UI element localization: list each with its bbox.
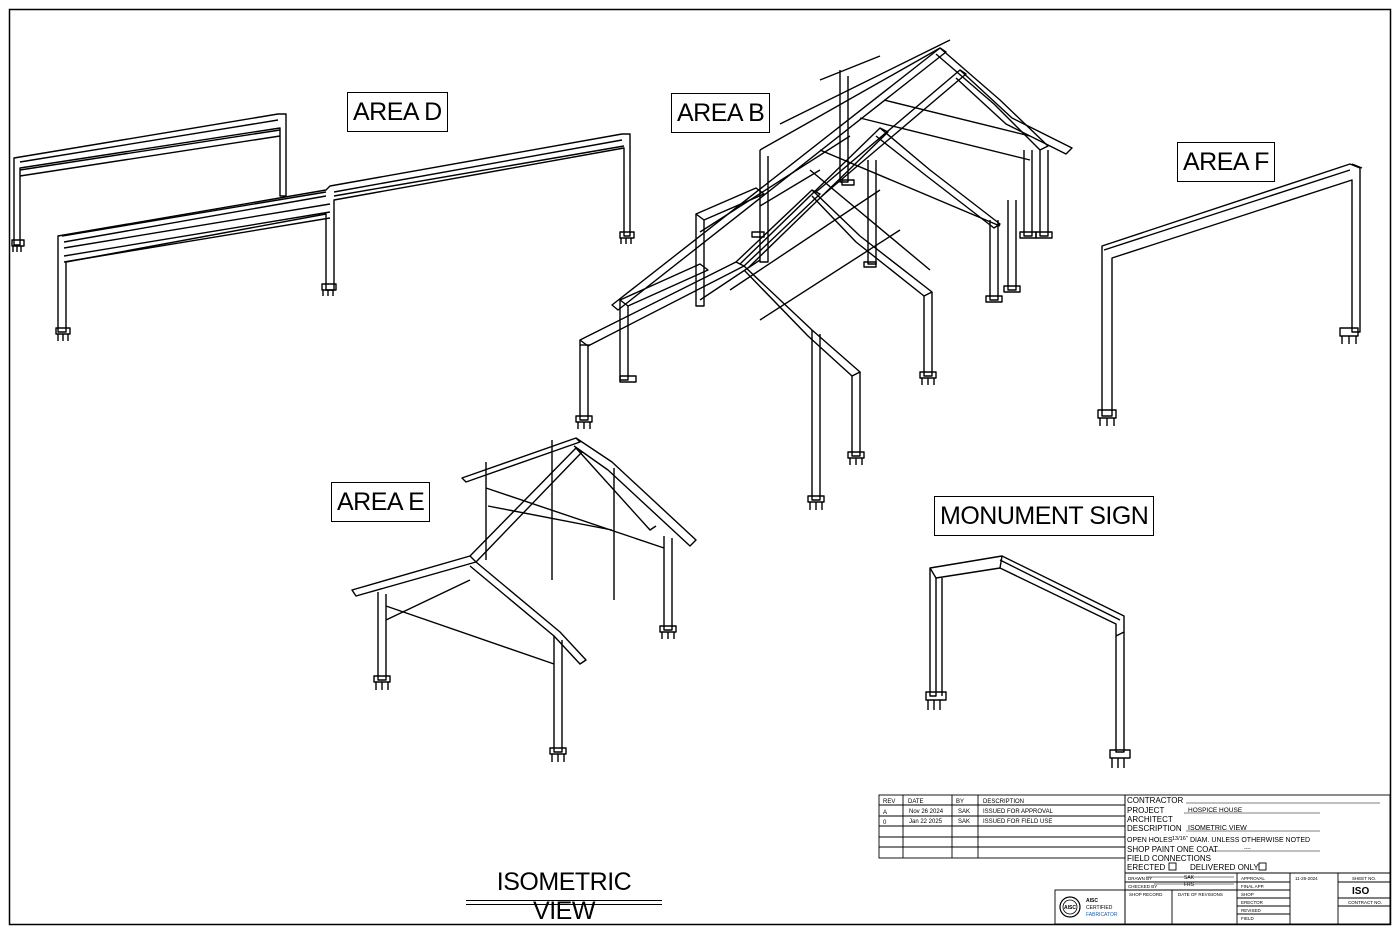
erected-label: ERECTED	[1127, 863, 1165, 872]
revised-label: REVISED	[1241, 908, 1262, 913]
area-e-label: AREA E	[331, 482, 431, 522]
area-f-frame	[1097, 163, 1363, 426]
shop-paint-label: SHOP PAINT ONE COAT	[1127, 845, 1218, 854]
area-b-label: AREA B	[671, 93, 771, 133]
rev-row-2-by: SAK	[958, 819, 970, 825]
rev-row-1-date: Nov 26 2024	[909, 809, 944, 815]
area-e-frame	[351, 437, 697, 762]
aisc-seal-icon	[1059, 896, 1081, 918]
rev-header-date: DATE	[908, 799, 924, 805]
field-connections-label: FIELD CONNECTIONS	[1127, 854, 1211, 863]
rev-row-1-rev: A	[883, 810, 887, 816]
architect-label: ARCHITECT	[1127, 815, 1173, 824]
project-label: PROJECT	[1127, 806, 1164, 815]
drawn-by-label: DRAWN BY	[1128, 876, 1152, 881]
aisc-badge-box	[1054, 889, 1126, 925]
shop-paint-value: ----	[1244, 846, 1251, 852]
aisc-badge-line1: AISC	[1086, 898, 1098, 904]
aisc-badge-line2: CERTIFIED	[1086, 905, 1113, 911]
area-d-frame	[11, 113, 635, 341]
delivered-only-label: DELIVERED ONLY	[1190, 863, 1259, 872]
sheet-no-value: ISO	[1352, 886, 1369, 897]
open-holes-prefix: OPEN HOLES	[1127, 837, 1173, 844]
area-f-label: AREA F	[1177, 142, 1275, 182]
approval-label: APPROVAL	[1241, 876, 1265, 881]
rev-row-2-rev: 0	[883, 820, 887, 826]
project-value: HOSPICE HOUSE	[1188, 807, 1243, 814]
final-app-label: FINAL APP.	[1241, 884, 1264, 889]
area-d-label: AREA D	[347, 92, 448, 132]
description-label: DESCRIPTION	[1127, 824, 1182, 833]
monument-sign-label: MONUMENT SIGN	[934, 496, 1155, 536]
title-underline-double	[466, 904, 662, 905]
erected-checkbox	[1168, 862, 1177, 871]
rev-header-by: BY	[956, 799, 964, 805]
aisc-seal-text: AISC	[1064, 905, 1076, 911]
shop-record-label: SHOP RECORD	[1129, 892, 1163, 897]
title-underline	[466, 900, 662, 901]
checked-by-label: CHECKED BY	[1128, 884, 1157, 889]
rev-row-2-date: Jan 22 2025	[909, 819, 943, 825]
title-block	[1054, 794, 1391, 925]
field-label: FIELD	[1241, 916, 1255, 921]
shop-label: SHOP	[1241, 892, 1254, 897]
erector-label: ERECTOR	[1241, 900, 1264, 905]
rev-row-1-description: ISSUED FOR APPROVAL	[983, 809, 1054, 815]
delivered-only-checkbox	[1258, 862, 1267, 871]
sheet-no-label: SHEET NO.	[1352, 876, 1376, 881]
sheet-border	[8, 8, 1392, 926]
contract-no-label: CONTRACT NO.	[1348, 900, 1382, 905]
description-value: ISOMETRIC VIEW	[1188, 825, 1247, 832]
rev-header-rev: REV	[883, 799, 895, 805]
checked-by-value: FRS	[1184, 882, 1195, 888]
open-holes-fraction: 13/16"	[1172, 836, 1188, 842]
contractor-label: CONTRACTOR	[1127, 796, 1184, 805]
area-b-frame	[575, 39, 1073, 510]
open-holes-suffix: DIAM. UNLESS OTHERWISE NOTED	[1190, 837, 1310, 844]
isometric-view-title: ISOMETRIC VIEW	[496, 868, 632, 925]
monument-sign-frame	[925, 555, 1131, 768]
aisc-badge-line3: FABRICATOR	[1086, 912, 1118, 918]
date-of-revisions-label: DATE OF REVISIONS	[1178, 892, 1223, 897]
rev-row-2-description: ISSUED FOR FIELD USE	[983, 819, 1052, 825]
rev-header-description: DESCRIPTION	[983, 799, 1024, 805]
rev-row-1-by: SAK	[958, 809, 970, 815]
approval-date: 11-26-2024	[1295, 876, 1318, 881]
revision-table	[878, 794, 1126, 859]
drawn-by-value: SAK	[1184, 875, 1195, 881]
